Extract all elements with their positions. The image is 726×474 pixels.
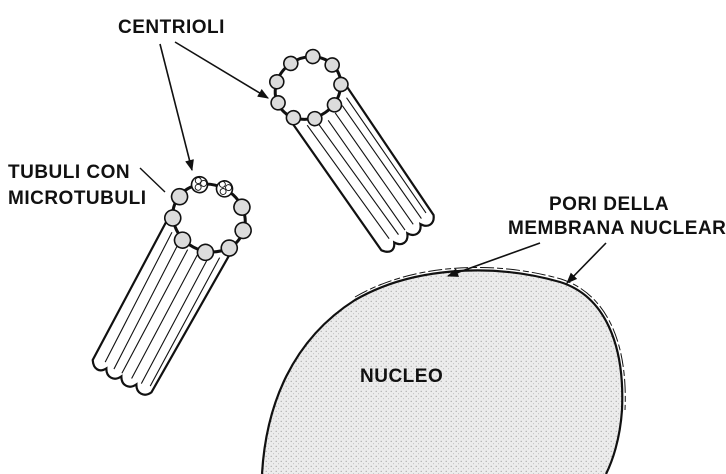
label-tubuli-line2: MICROTUBULI (8, 188, 146, 209)
label-pori-line2: MEMBRANA NUCLEARE (508, 218, 726, 239)
label-nucleo: NUCLEO (360, 366, 443, 387)
nucleus: NUCLEO (262, 267, 625, 474)
arrow-pori-right (567, 243, 606, 283)
centriole-upper (254, 35, 445, 260)
label-centrioli: CENTRIOLI (118, 17, 225, 38)
arrow-centrioli-lower (160, 44, 192, 170)
label-tubuli-line1: TUBULI CON (8, 162, 130, 183)
arrow-centrioli-upper (175, 42, 268, 98)
label-pori-line1: PORI DELLA (549, 194, 669, 215)
